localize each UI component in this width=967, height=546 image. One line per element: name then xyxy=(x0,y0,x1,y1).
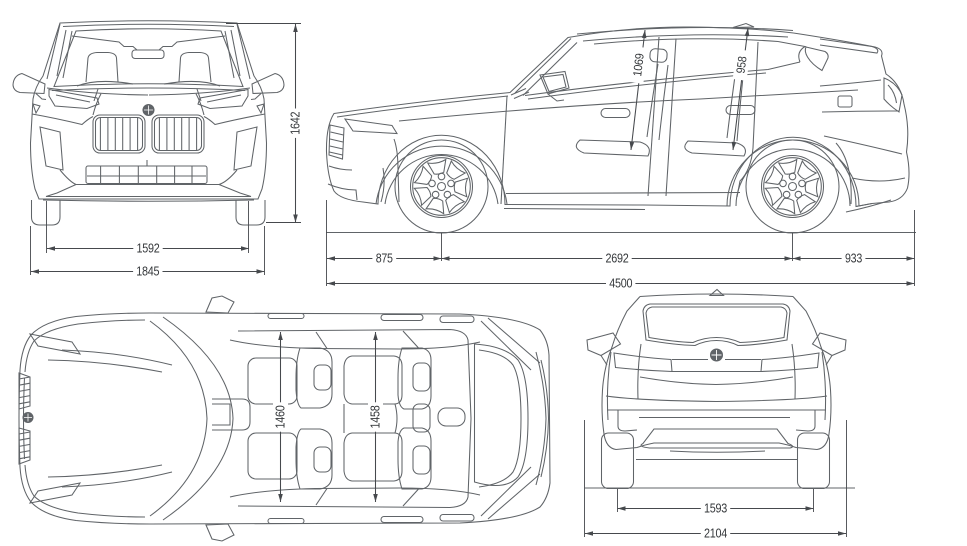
svg-text:1460: 1460 xyxy=(274,405,288,428)
svg-text:1593: 1593 xyxy=(704,502,727,516)
svg-text:2104: 2104 xyxy=(704,527,727,541)
svg-text:1845: 1845 xyxy=(136,265,159,279)
svg-text:1069: 1069 xyxy=(630,52,647,77)
svg-text:1642: 1642 xyxy=(289,111,303,134)
svg-text:2692: 2692 xyxy=(606,252,629,266)
svg-text:958: 958 xyxy=(734,55,750,74)
svg-text:875: 875 xyxy=(376,252,393,266)
svg-text:1458: 1458 xyxy=(369,405,383,428)
svg-text:4500: 4500 xyxy=(609,277,632,291)
svg-text:1592: 1592 xyxy=(137,242,160,256)
svg-text:933: 933 xyxy=(845,252,862,266)
